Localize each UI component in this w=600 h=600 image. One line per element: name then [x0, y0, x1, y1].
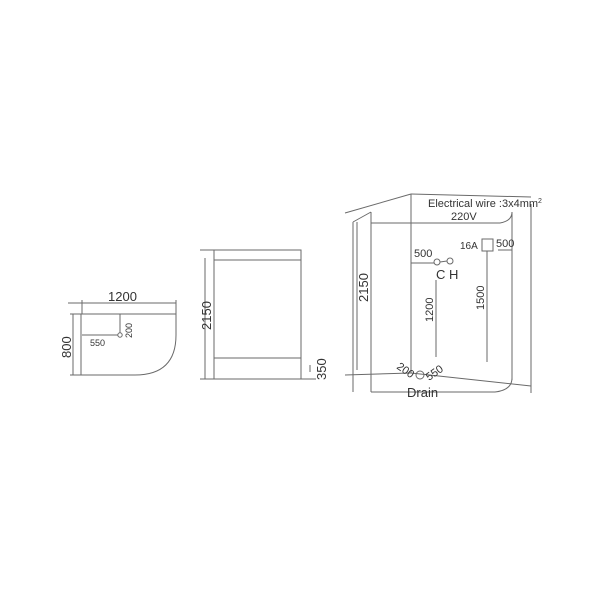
- breaker-height-label: 1500: [475, 286, 487, 310]
- height-label: 2150: [356, 273, 371, 302]
- tray-outline: [80, 313, 177, 376]
- drain-icon: [415, 370, 425, 380]
- height-label: 2150: [199, 301, 214, 330]
- electrical-wire-superscript: 2: [538, 198, 542, 205]
- width-label: 1200: [108, 289, 137, 304]
- valve-connector: [439, 260, 448, 263]
- drain-icon: [117, 332, 123, 338]
- front-view: 2150 350: [199, 249, 329, 380]
- valve-height-label: 1200: [424, 298, 436, 322]
- valve-label: C H: [436, 267, 458, 282]
- valve-offset-label: 500: [414, 248, 432, 260]
- top-view: 1200 800 550 200: [59, 289, 177, 376]
- front-outline: [213, 249, 302, 380]
- breaker-label: 16A: [460, 241, 478, 252]
- drain-offset-a-label: 200: [394, 361, 416, 381]
- electrical-wire-text: Electrical wire :3x4mm: [428, 198, 538, 210]
- breaker-offset-label: 500: [496, 238, 514, 250]
- drain-label: Drain: [407, 385, 438, 400]
- drain-y-label: 200: [124, 323, 134, 338]
- breaker-box-icon: [481, 238, 494, 252]
- perspective-view: 2150 Electrical wire :3x4mm2 220V 16A 50…: [344, 193, 542, 400]
- drain-offset-b-label: 550: [424, 363, 446, 383]
- floor-right-edge: [410, 372, 532, 387]
- hot-valve-icon: [446, 257, 454, 265]
- top-left-edge: [344, 193, 412, 214]
- top-back-edge: [410, 193, 532, 198]
- panel-top: [352, 211, 372, 223]
- front-bottom-edge: [371, 377, 513, 393]
- depth-label: 800: [59, 336, 74, 358]
- cold-valve-icon: [433, 258, 441, 266]
- electrical-wire-label: Electrical wire :3x4mm2: [428, 198, 542, 210]
- floor-left-edge: [344, 372, 412, 376]
- base-label: 350: [314, 358, 329, 380]
- front-top-edge: [371, 211, 513, 224]
- voltage-label: 220V: [451, 211, 477, 223]
- drain-x-label: 550: [90, 338, 105, 348]
